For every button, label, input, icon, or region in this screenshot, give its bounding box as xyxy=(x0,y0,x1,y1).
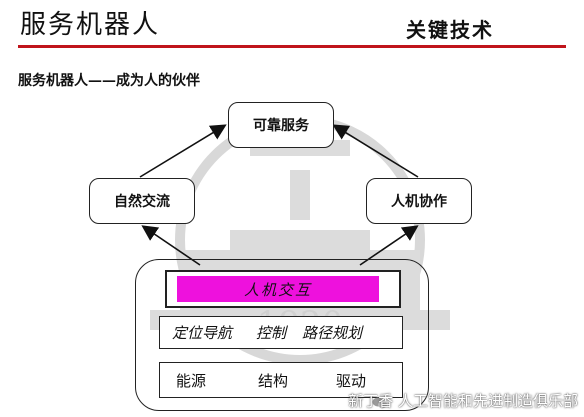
layer-hri: 人机交互 xyxy=(165,270,401,308)
arrow-base-to-left xyxy=(141,225,201,266)
slide-subtitle: 服务机器人——成为人的伙伴 xyxy=(18,73,200,89)
page-title: 服务机器人 xyxy=(20,10,161,40)
arrow-right-to-top xyxy=(332,124,419,178)
layer-navigation-control: 定位导航 控制 路径规划 xyxy=(159,316,403,349)
power-item-drive: 驱动 xyxy=(336,371,367,390)
layer-hri-label: 人机交互 xyxy=(177,276,379,302)
arrow-base-to-right xyxy=(359,225,419,266)
credit-text: 新丁香 人工智能和先进制造俱乐部 xyxy=(348,392,578,410)
foundation-container xyxy=(135,259,429,411)
wechat-icon xyxy=(372,397,387,409)
layer-power-structure: 能源 结构 驱动 xyxy=(159,362,403,398)
node-reliable-service: 可靠服务 xyxy=(228,102,334,148)
title-rule xyxy=(18,45,566,48)
arrow-left-to-top xyxy=(139,124,227,178)
nav-item-path-planning: 路径规划 xyxy=(302,324,363,342)
nav-item-control: 控制 xyxy=(256,324,287,342)
node-natural-communication: 自然交流 xyxy=(89,178,195,224)
power-item-structure: 结构 xyxy=(258,371,289,390)
nav-item-positioning: 定位导航 xyxy=(172,324,233,342)
power-item-energy: 能源 xyxy=(176,371,207,390)
section-title: 关键技术 xyxy=(406,18,494,42)
node-human-robot-collaboration: 人机协作 xyxy=(366,178,472,224)
